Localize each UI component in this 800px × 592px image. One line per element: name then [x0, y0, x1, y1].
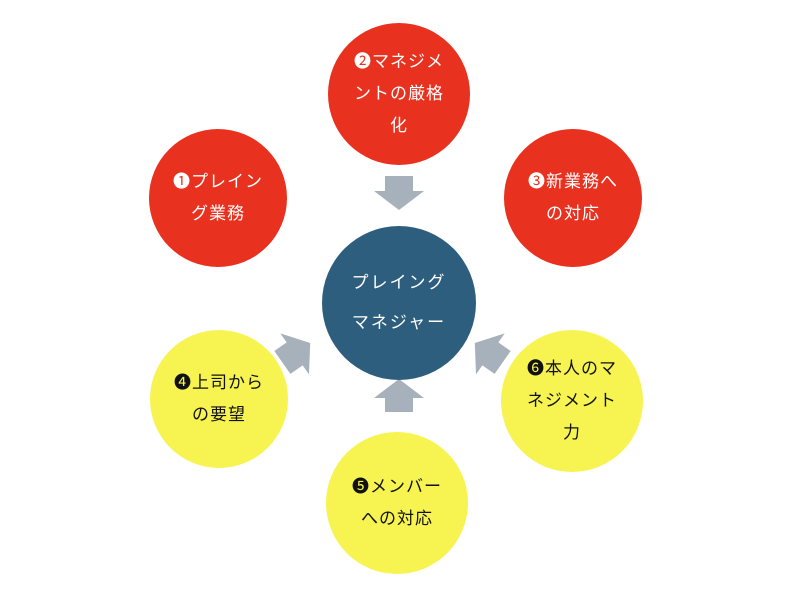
- arrow-from-own-management: [474, 333, 511, 375]
- node-playing-manager-label: プレイング マネジャー: [351, 273, 447, 333]
- arrow-from-strict-management: [374, 176, 424, 210]
- node-member-support-label: ❺メンバー への対応: [352, 477, 442, 529]
- node-boss-requests-label: ❹上司から の要望: [174, 373, 264, 425]
- node-playing-work: ❶プレイン グ業務: [149, 129, 287, 267]
- arrow-from-boss-requests: [274, 333, 311, 375]
- node-boss-requests: ❹上司から の要望: [150, 330, 288, 468]
- node-strict-management: ❷マネジメ ントの厳格 化: [328, 23, 470, 165]
- node-strict-management-label: ❷マネジメ ントの厳格 化: [354, 52, 444, 136]
- node-own-management: ❻本人のマ ネジメント 力: [501, 330, 643, 472]
- node-new-work-label: ❸新業務へ の対応: [528, 172, 618, 224]
- node-own-management-label: ❻本人のマ ネジメント 力: [527, 359, 617, 443]
- node-member-support: ❺メンバー への対応: [326, 432, 468, 574]
- arrow-from-member-support: [374, 379, 424, 412]
- node-new-work: ❸新業務へ の対応: [504, 129, 642, 267]
- node-playing-manager: プレイング マネジャー: [322, 226, 476, 380]
- node-playing-work-label: ❶プレイン グ業務: [173, 172, 263, 224]
